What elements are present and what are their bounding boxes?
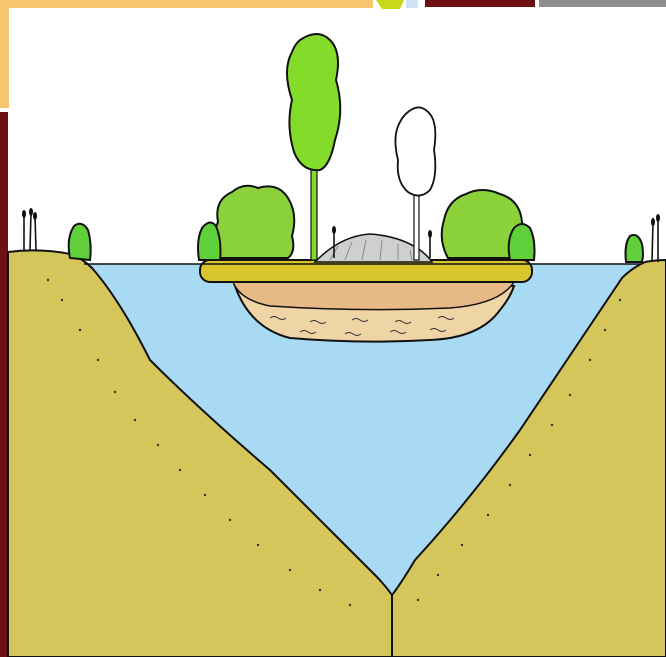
slide-border-left-orange	[0, 0, 9, 108]
slide-border-top-maroon	[425, 0, 535, 7]
reed-heads	[22, 208, 660, 238]
island-bush-left	[198, 222, 221, 260]
tall-green-tree	[287, 34, 340, 260]
slide-accent-blue	[406, 0, 418, 8]
island-shrub-left	[214, 186, 294, 258]
left-bank-bush	[69, 224, 91, 260]
slide-border-top-grey	[539, 0, 666, 7]
slide-border-top-orange	[0, 0, 373, 8]
island-root-layer	[233, 282, 514, 310]
slide-accent-leaf	[376, 0, 404, 9]
island-bush-right	[509, 224, 535, 260]
slide-border-left-maroon	[0, 112, 8, 657]
right-bank-bush	[626, 235, 644, 262]
